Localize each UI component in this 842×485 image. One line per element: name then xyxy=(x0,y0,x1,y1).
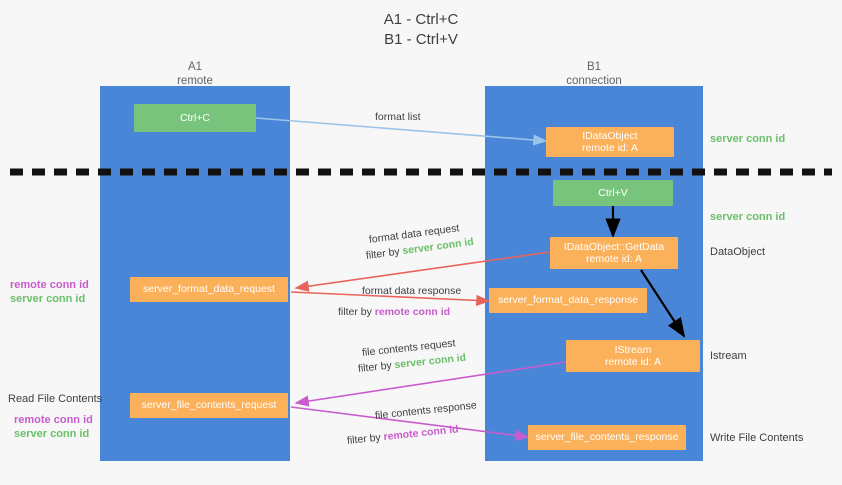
label-right-server-conn-id-1: server conn id xyxy=(710,133,786,145)
caption-format-data-response-text: format data response xyxy=(362,285,462,297)
filter-by-label: filter by xyxy=(357,359,393,375)
label-right-write-file-contents: Write File Contents xyxy=(710,432,804,444)
lane-b1-sub: connection xyxy=(566,75,622,87)
caption-file-contents-response: file contents response xyxy=(374,398,477,423)
box-istream-line1: IStream xyxy=(614,343,652,356)
box-ctrl-c[interactable]: Ctrl+C xyxy=(134,104,256,132)
label-left-remote-conn-id-1: remote conn id xyxy=(10,279,89,291)
box-getdata-line1: IDataObject::GetData xyxy=(563,240,665,253)
box-server-format-data-request[interactable]: server_format_data_request xyxy=(130,277,288,302)
box-server-file-contents-response[interactable]: server_file_contents_response xyxy=(528,425,686,450)
caption-format-list: format list xyxy=(375,110,421,124)
caption-file-contents-response-filter: filter by remote conn id xyxy=(346,422,459,448)
box-idataobject-line1: IDataObject xyxy=(582,129,638,142)
box-ctrl-c-label: Ctrl+C xyxy=(179,111,211,124)
box-getdata-line2: remote id: A xyxy=(585,253,643,265)
box-idataobject[interactable]: IDataObject remote id: A xyxy=(546,127,674,157)
lane-b1-name: B1 xyxy=(586,61,602,73)
caption-format-data-response-filter: filter by remote conn id xyxy=(338,305,450,319)
box-server-format-data-request-label: server_format_data_request xyxy=(143,283,275,296)
filter-by-label: filter by xyxy=(346,431,382,447)
lane-header-a1: A1 remote xyxy=(100,60,290,88)
title-line-2: B1 - Ctrl+V xyxy=(384,31,458,48)
caption-file-contents-response-text: file contents response xyxy=(374,399,478,422)
box-getdata[interactable]: IDataObject::GetData remote id: A xyxy=(550,237,678,269)
box-idataobject-line2: remote id: A xyxy=(581,142,639,154)
box-ctrl-v-label: Ctrl+V xyxy=(598,186,628,199)
filter-by-label: filter by xyxy=(365,245,401,262)
label-left-server-conn-id-2: server conn id xyxy=(14,428,90,440)
label-left-read-file-contents: Read File Contents xyxy=(8,393,103,405)
box-istream[interactable]: IStream remote id: A xyxy=(566,340,700,372)
lane-header-b1: B1 connection xyxy=(485,60,703,88)
remote-conn-id-token: remote conn id xyxy=(382,423,460,444)
lane-a1-sub: remote xyxy=(177,75,213,87)
label-right-dataobject: DataObject xyxy=(710,246,766,258)
box-server-format-data-response-label: server_format_data_response xyxy=(497,294,639,307)
title-line-1: A1 - Ctrl+C xyxy=(383,11,459,28)
filter-by-label: filter by xyxy=(338,306,372,318)
label-left-remote-conn-id-2: remote conn id xyxy=(14,414,93,426)
lane-a1-name: A1 xyxy=(187,61,203,73)
box-server-file-contents-response-label: server_file_contents_response xyxy=(535,431,679,444)
page-title: A1 - Ctrl+C B1 - Ctrl+V xyxy=(0,10,842,50)
box-server-format-data-response[interactable]: server_format_data_response xyxy=(489,288,647,313)
label-right-istream: Istream xyxy=(710,350,747,362)
caption-format-list-text: format list xyxy=(375,111,421,123)
box-server-file-contents-request[interactable]: server_file_contents_request xyxy=(130,393,288,418)
box-server-file-contents-request-label: server_file_contents_request xyxy=(141,399,277,412)
box-istream-line2: remote id: A xyxy=(604,356,662,368)
box-ctrl-v[interactable]: Ctrl+V xyxy=(553,180,673,206)
remote-conn-id-token: remote conn id xyxy=(374,306,451,318)
label-right-server-conn-id-2: server conn id xyxy=(710,211,786,223)
label-left-server-conn-id-1: server conn id xyxy=(10,293,86,305)
caption-format-data-response: format data response xyxy=(362,284,461,298)
